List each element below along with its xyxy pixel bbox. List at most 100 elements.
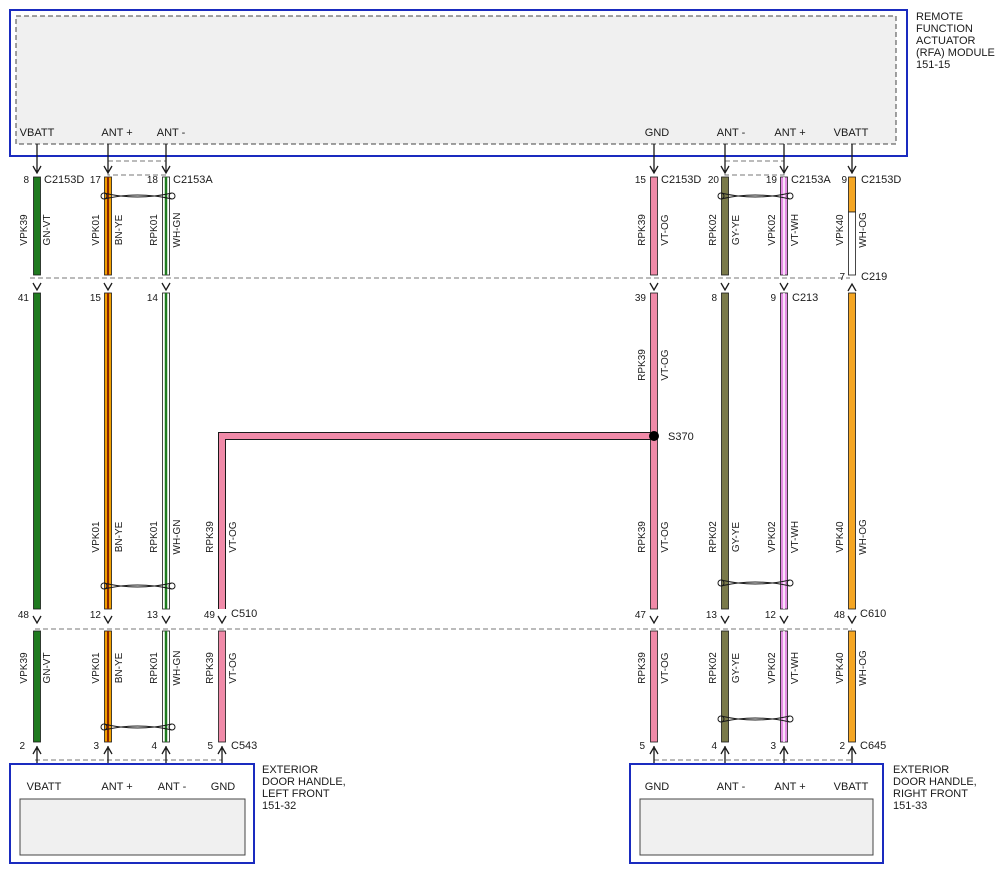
wire-labels: VPK39 GN-VT VPK01 BN-YE RPK01 WH-GN RPK3… — [19, 212, 869, 686]
pin-bot-c3: 4 — [151, 741, 157, 752]
twist-left-mid-end-b — [168, 582, 176, 590]
twist-left-top-a — [103, 192, 173, 198]
arrow-c610-c8 — [847, 615, 857, 625]
arrow-c510-c3 — [161, 615, 171, 625]
wire-c1-circuit-s1: VPK39 — [19, 214, 30, 246]
pin-bot-c6: 4 — [711, 741, 717, 752]
wire-c5-color-s2a: VT-OG — [660, 349, 671, 380]
wire-c8-color-s2: WH-OG — [858, 519, 869, 555]
arrow-c510-c1 — [32, 615, 42, 625]
arrow-c510-c4 — [217, 615, 227, 625]
wire-c3-color-s3: WH-GN — [172, 651, 183, 686]
arrow-top-c8 — [847, 144, 857, 175]
arrow-top-c3 — [161, 144, 171, 175]
wire-c6-color-s3: GY-YE — [731, 653, 742, 684]
rfa-pin-gnd: GND — [645, 127, 670, 139]
pin-row2-c2: 15 — [90, 293, 102, 304]
pin-bot-c4: 5 — [207, 741, 213, 752]
rf-door-handle-name-3: RIGHT FRONT — [893, 788, 968, 800]
rfa-pin-ant-plus-right: ANT + — [774, 127, 805, 139]
wire-c4-color-s3: VT-OG — [228, 652, 239, 683]
wire-c1-color-s3: GN-VT — [42, 652, 53, 683]
twist-right-top-end-b — [786, 192, 794, 200]
wire-c2-circuit-s1: VPK01 — [91, 214, 102, 246]
wire-c5-seg1 — [650, 176, 658, 276]
twist-right-mid-a — [720, 579, 791, 585]
wire-c5-color-s3: VT-OG — [660, 652, 671, 683]
connector-c2153a-right: C2153A — [791, 174, 831, 186]
arrow-c219-c7 — [779, 282, 789, 292]
wire-c3 — [162, 176, 170, 743]
pin-numbers: 8 17 18 15 20 19 9 7 41 15 14 39 8 9 48 … — [18, 175, 848, 752]
arrow-c219-c5 — [649, 282, 659, 292]
wire-c8-circuit-s2: VPK40 — [835, 521, 846, 553]
wire-c4-circuit-s2: RPK39 — [205, 521, 216, 553]
wire-c7-circuit-s2: VPK02 — [767, 521, 778, 553]
connector-c510: C510 — [231, 608, 257, 620]
arrow-c610-c6 — [720, 615, 730, 625]
twist-right-top-end-a — [717, 192, 725, 200]
wire-c6-circuit-s1: RPK02 — [708, 214, 719, 246]
pin-top-c2: 17 — [90, 175, 102, 186]
wire-c5-circuit-s1: RPK39 — [637, 214, 648, 246]
connector-labels: C2153D C2153A C2153D C2153A C2153D C219 … — [44, 174, 901, 752]
wire-c1-seg1 — [33, 176, 41, 276]
rfa-module-name-3: ACTUATOR — [916, 35, 976, 47]
arrow-c610-c7 — [779, 615, 789, 625]
rfa-module-inner-dashed — [15, 15, 897, 145]
pin-row2-c6: 8 — [711, 293, 717, 304]
wire-c3-color-s1: WH-GN — [172, 213, 183, 248]
splice-s370-label: S370 — [668, 431, 694, 443]
wire-c6 — [721, 176, 729, 743]
wire-c5-seg3 — [650, 630, 658, 743]
rf-door-handle-inner — [639, 798, 874, 856]
twist-right-top — [717, 192, 794, 200]
twist-left-top-end-a — [100, 192, 108, 200]
arrow-c219-c6 — [720, 282, 730, 292]
pin-bot-c8: 2 — [839, 741, 845, 752]
twist-right-mid-end-a — [717, 579, 725, 587]
lf-pin-gnd: GND — [211, 781, 236, 793]
wire-c2 — [104, 176, 112, 743]
wire-c8-seg1 — [848, 176, 856, 213]
twist-left-bot-end-a — [100, 723, 108, 731]
wire-c4-seg3 — [218, 630, 226, 743]
lf-pin-ant-plus: ANT + — [101, 781, 132, 793]
twist-right-top-a — [720, 192, 791, 198]
twist-left-bot-end-b — [168, 723, 176, 731]
wires — [33, 176, 856, 743]
terminal-arrows — [32, 144, 857, 772]
c2153a-left-bracket — [107, 160, 167, 176]
lf-door-handle-name-4: 151-32 — [262, 800, 296, 812]
rfa-module-name-2: FUNCTION — [916, 23, 973, 35]
wire-c7-color-s2: VT-WH — [790, 521, 801, 553]
twist-left-mid-end-a — [100, 582, 108, 590]
pin-row3-c3: 13 — [147, 610, 159, 621]
rfa-module: REMOTE FUNCTION ACTUATOR (RFA) MODULE 15… — [9, 9, 995, 157]
pin-row2-c5: 39 — [635, 293, 647, 304]
connector-c645: C645 — [860, 740, 886, 752]
wire-c5-circuit-s3: RPK39 — [637, 652, 648, 684]
twist-right-bot-end-a — [717, 715, 725, 723]
wire-c2-circuit-s2: VPK01 — [91, 521, 102, 553]
pin-bot-c5: 5 — [639, 741, 645, 752]
wire-c2-color-s1: BN-YE — [114, 214, 125, 245]
wire-c4 — [218, 432, 654, 743]
rf-door-handle-name-4: 151-33 — [893, 800, 927, 812]
wire-c7-color-s3: VT-WH — [790, 652, 801, 684]
pin-row3-c7: 12 — [765, 610, 777, 621]
connector-c2153a-left: C2153A — [173, 174, 213, 186]
wire-c5-seg2 — [650, 292, 658, 610]
lf-pin-vbatt: VBATT — [27, 781, 62, 793]
wire-c5-color-s2: VT-OG — [660, 521, 671, 552]
twist-left-bot-a — [103, 723, 173, 729]
twist-left-bot — [100, 723, 176, 731]
pin-c219-c8: 7 — [839, 272, 845, 283]
twist-right-mid-end-b — [786, 579, 794, 587]
twisted-pair-markers — [100, 192, 794, 731]
wire-c6-color-s2: GY-YE — [731, 522, 742, 553]
arrow-c610-c5 — [649, 615, 659, 625]
lf-door-handle-inner — [19, 798, 246, 856]
wire-c8 — [848, 176, 856, 743]
wire-c5-color-s1: VT-OG — [660, 214, 671, 245]
